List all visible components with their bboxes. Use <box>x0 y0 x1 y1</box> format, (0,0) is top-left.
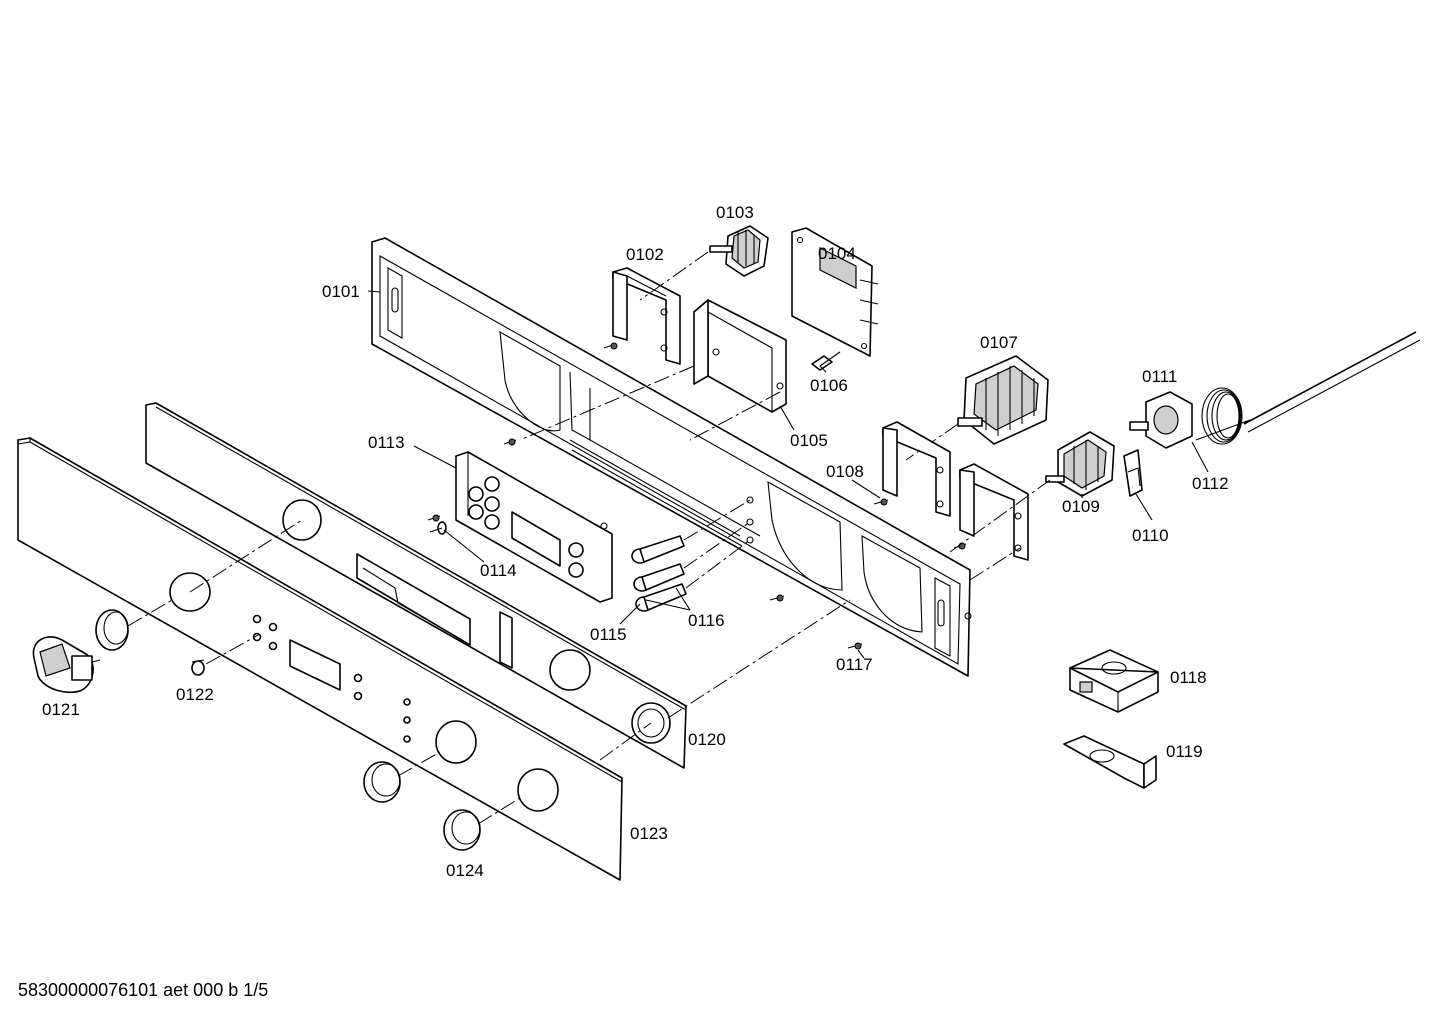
part-0102-bracket <box>603 267 681 365</box>
screw-icon <box>847 642 863 650</box>
part-labels: 0101 0102 0103 0104 0105 0106 0107 0108 … <box>42 203 1229 880</box>
label-0104: 0104 <box>818 244 856 263</box>
label-0107: 0107 <box>980 333 1018 352</box>
label-0105: 0105 <box>790 431 828 450</box>
part-switch-bracket <box>953 463 1029 561</box>
screw-icon <box>503 438 517 446</box>
label-0117: 0117 <box>836 655 873 674</box>
label-0101: 0101 <box>322 282 360 301</box>
part-0107-selector-switch <box>905 355 1049 461</box>
label-0116: 0116 <box>688 611 725 630</box>
label-0120: 0120 <box>688 730 726 749</box>
part-0105-housing <box>519 299 787 441</box>
label-0110: 0110 <box>1132 526 1169 545</box>
label-0118: 0118 <box>1170 668 1207 687</box>
part-0111-thermostat <box>1129 391 1193 449</box>
part-0109-switch <box>1045 431 1115 497</box>
part-0101-main-frame <box>371 237 972 677</box>
document-footer-id: 58300000076101 aet 000 b 1/5 <box>18 980 269 1000</box>
part-0106-connector <box>811 351 841 371</box>
part-0124-rings <box>95 599 521 851</box>
part-0115-light-pipes <box>631 499 751 612</box>
screw-icon <box>769 594 785 602</box>
label-0122: 0122 <box>176 685 214 704</box>
screw-icon <box>603 342 618 350</box>
part-0123-front-panel <box>17 437 623 881</box>
label-0123: 0123 <box>630 824 668 843</box>
label-0124: 0124 <box>446 861 484 880</box>
leader-lines <box>367 290 1209 659</box>
screw-icon <box>873 498 889 506</box>
label-0111: 0111 <box>1142 367 1177 386</box>
part-0110-clip <box>1123 449 1143 497</box>
label-0103: 0103 <box>716 203 754 222</box>
part-0113-control-module <box>427 451 613 603</box>
part-0103-rotary-switch <box>639 225 769 301</box>
label-0119: 0119 <box>1166 742 1203 761</box>
label-0102: 0102 <box>626 245 664 264</box>
part-0114-spacer <box>429 521 447 535</box>
label-0115: 0115 <box>590 625 627 644</box>
assembly-lines <box>189 479 1051 761</box>
part-0108-bracket <box>873 421 951 517</box>
part-0120-trim-panel <box>145 402 687 769</box>
part-0121-knob <box>32 636 101 694</box>
screw-icon <box>427 514 441 522</box>
part-0118-module <box>1069 649 1159 713</box>
label-0113: 0113 <box>368 433 405 452</box>
part-0112-capillary <box>1195 331 1421 445</box>
part-0104-pcb <box>791 227 879 357</box>
label-0109: 0109 <box>1062 497 1100 516</box>
label-0112: 0112 <box>1192 474 1229 493</box>
label-0108: 0108 <box>826 462 864 481</box>
label-0106: 0106 <box>810 376 848 395</box>
label-0121: 0121 <box>42 700 80 719</box>
part-0119-bracket <box>1063 735 1157 789</box>
label-0114: 0114 <box>480 561 517 580</box>
part-0117-screws <box>503 438 863 650</box>
part-0122-button <box>191 633 261 676</box>
